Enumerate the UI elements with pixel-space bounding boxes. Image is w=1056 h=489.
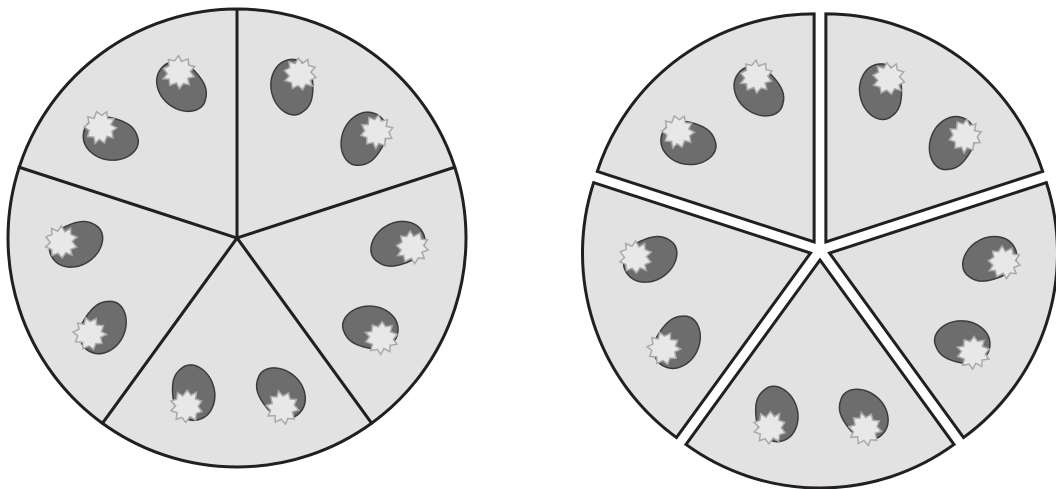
whole-pie-diagram (8, 9, 466, 467)
separated-pie-diagram (582, 14, 1056, 488)
